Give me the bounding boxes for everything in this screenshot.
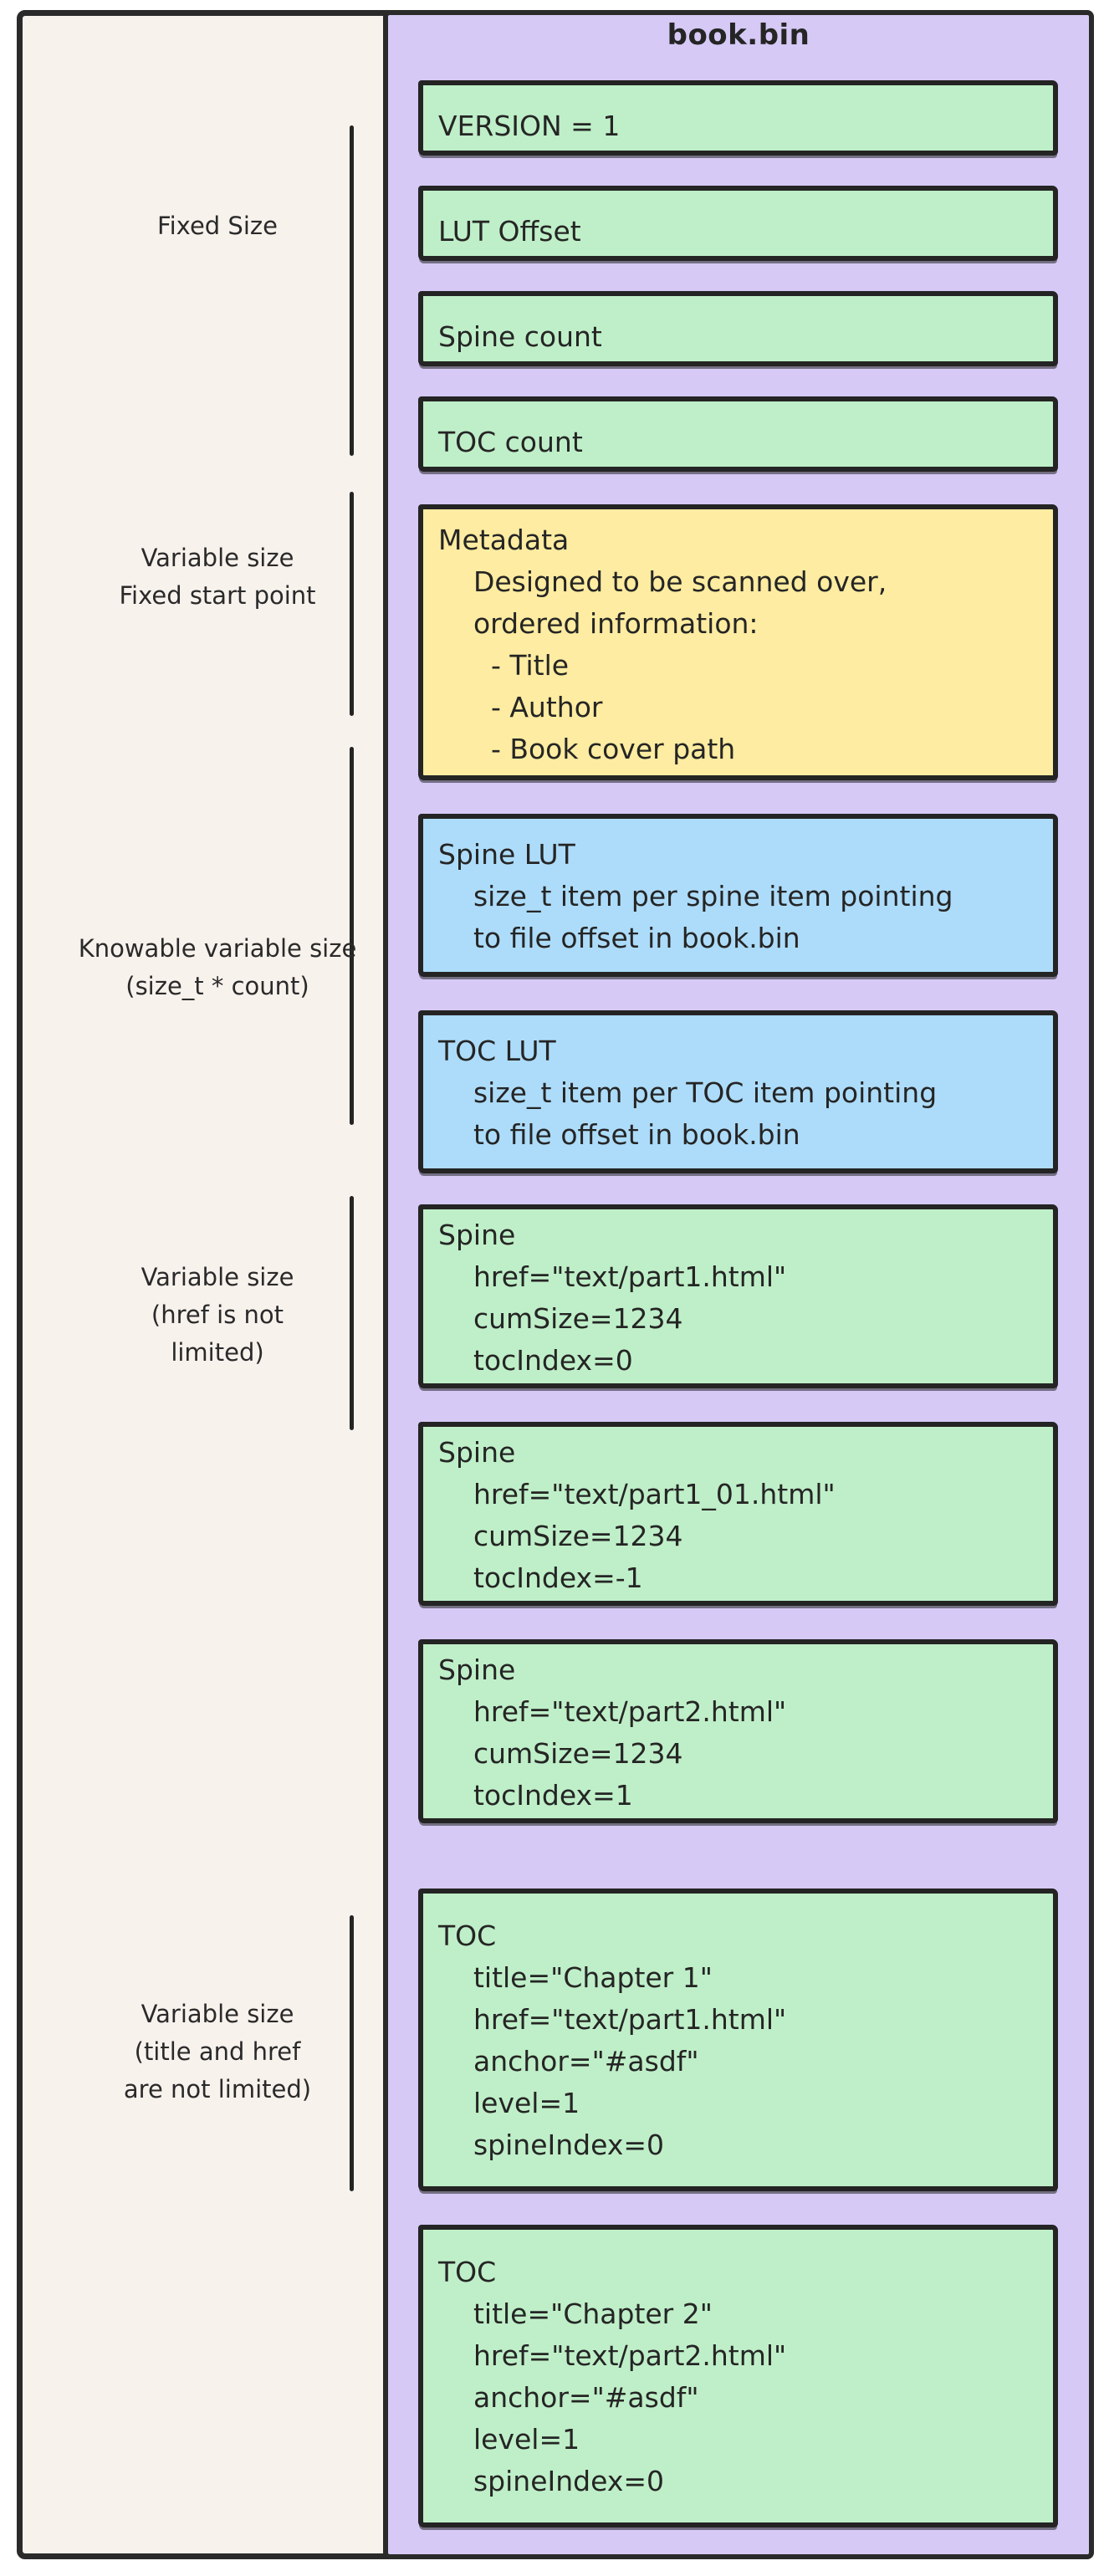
side-label-fixed-size: Fixed Size [71,207,364,245]
text-line: level=1 [438,2423,580,2456]
box-metadata: Metadata Designed to be scanned over, or… [418,504,1058,780]
box-version-field: VERSION = 1 [418,80,1058,156]
text-line: are not limited) [123,2075,312,2103]
text-line: Spine [438,1653,516,1686]
text-line: tocIndex=1 [438,1779,633,1812]
text-line: LUT Offset [438,215,581,248]
text-line: title="Chapter 1" [438,1961,713,1994]
text-line: cumSize=1234 [438,1302,683,1335]
bracket-variable-fixed-start [350,492,354,716]
file-title: book.bin [667,18,810,52]
text-line: (size_t * count) [125,972,309,1000]
text-line: Spine count [438,320,602,353]
text-line: (title and href [134,2037,301,2066]
text-line: size_t item per spine item pointing [438,880,953,912]
text-line: anchor="#asdf" [438,2045,699,2078]
text-line: href="text/part2.html" [438,1695,787,1728]
text-line: Variable size [141,544,294,572]
text-line: tocIndex=-1 [438,1561,643,1594]
text-line: ordered information: [438,607,759,640]
bracket-knowable-variable [350,747,354,1125]
text-line: Knowable variable size [78,934,357,963]
text-line: cumSize=1234 [438,1737,683,1770]
text-line: TOC count [438,426,583,458]
box-spine-item-2: Spine href="text/part1_01.html" cumSize=… [418,1422,1058,1606]
text-line: href="text/part1.html" [438,2003,787,2036]
text-line: TOC LUT [438,1035,556,1067]
text-line: href="text/part2.html" [438,2339,787,2372]
text-line: (href is not [151,1301,284,1329]
box-spine-lut: Spine LUT size_t item per spine item poi… [418,814,1058,977]
side-label-knowable-variable: Knowable variable size (size_t * count) [71,930,364,1005]
text-line: Metadata [438,524,570,556]
text-line: href="text/part1.html" [438,1260,787,1293]
text-line: cumSize=1234 [438,1520,683,1552]
box-toc-count-field: TOC count [418,396,1058,472]
text-line: limited) [171,1338,264,1367]
box-lut-offset-field: LUT Offset [418,186,1058,261]
box-spine-item-1: Spine href="text/part1.html" cumSize=123… [418,1204,1058,1388]
text-line: to file offset in book.bin [438,1118,800,1151]
text-line: TOC [438,2256,497,2288]
text-line: Spine [438,1219,516,1251]
text-line: tocIndex=0 [438,1344,633,1377]
box-toc-item-2: TOC title="Chapter 2" href="text/part2.h… [418,2225,1058,2527]
text-line: Fixed start point [119,581,316,610]
side-label-variable-title-href: Variable size (title and href are not limi… [71,1996,364,2108]
text-line: href="text/part1_01.html" [438,1478,836,1510]
box-toc-lut: TOC LUT size_t item per TOC item pointin… [418,1010,1058,1173]
text-line: spineIndex=0 [438,2129,664,2161]
text-line: TOC [438,1919,497,1952]
text-line: Variable size [141,2000,294,2028]
text-line: Spine LUT [438,838,575,871]
text-line: VERSION = 1 [438,110,621,142]
text-line: - Title [438,649,570,682]
box-spine-item-3: Spine href="text/part2.html" cumSize=123… [418,1639,1058,1823]
text-line: size_t item per TOC item pointing [438,1076,938,1109]
text-line: to file offset in book.bin [438,922,800,954]
text-line: Designed to be scanned over, [438,565,887,598]
text-line: level=1 [438,2087,580,2119]
bracket-variable-href [350,1196,354,1430]
text-line: Fixed Size [157,212,278,240]
bracket-variable-title-href [350,1915,354,2191]
text-line: Spine [438,1436,516,1469]
text-line: spineIndex=0 [438,2465,664,2497]
box-toc-item-1: TOC title="Chapter 1" href="text/part1.h… [418,1889,1058,2191]
bracket-fixed-size [350,125,354,456]
text-line: title="Chapter 2" [438,2297,713,2330]
side-label-variable-href: Variable size (href is not limited) [71,1259,364,1372]
text-line: - Author [438,691,603,723]
text-line: anchor="#asdf" [438,2381,699,2414]
box-spine-count-field: Spine count [418,291,1058,366]
text-line: - Book cover path [438,733,736,765]
text-line: Variable size [141,1263,294,1291]
